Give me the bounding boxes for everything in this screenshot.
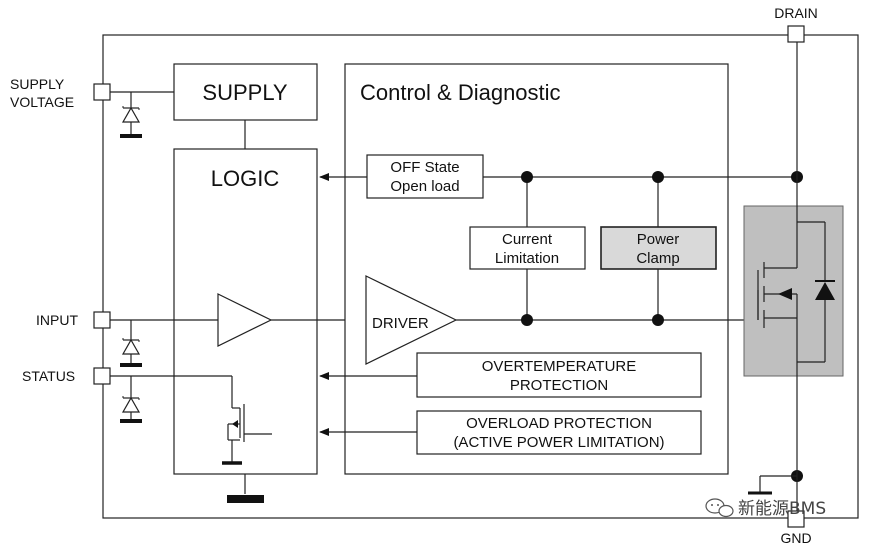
power-clamp-label-line1: Power — [637, 231, 680, 248]
overtemperature-label-line1: OVERTEMPERATURE — [482, 358, 636, 375]
junction-dot — [652, 171, 664, 183]
control-diagnostic-label: Control & Diagnostic — [360, 80, 561, 105]
overload-label-line1: OVERLOAD PROTECTION — [466, 415, 652, 432]
watermark-text: 新能源BMS — [738, 499, 826, 519]
supply-zener-icon — [110, 91, 174, 138]
status-mosfet-icon — [110, 375, 272, 465]
supply-block-label: SUPPLY — [202, 80, 288, 105]
power-clamp-label-line2: Clamp — [636, 250, 679, 267]
input-buffer-icon — [217, 293, 273, 347]
supply-voltage-pin — [93, 83, 111, 101]
input-pin — [93, 311, 111, 329]
overtemperature-label-line2: PROTECTION — [510, 377, 608, 394]
junction-dot — [521, 171, 533, 183]
gnd-pin-label: GND — [780, 530, 811, 546]
off-state-label-line1: OFF State — [390, 159, 459, 176]
current-limitation-label-line1: Current — [502, 231, 553, 248]
logic-block-label: LOGIC — [211, 166, 280, 191]
status-pin — [93, 367, 111, 385]
overload-protection-block — [416, 410, 702, 455]
junction-dot — [652, 314, 664, 326]
supply-voltage-label-line2: VOLTAGE — [10, 94, 74, 110]
logic-ground-bar — [227, 495, 264, 503]
off-state-open-load-block — [366, 154, 484, 199]
driver-label: DRIVER — [372, 315, 429, 332]
input-zener-icon — [120, 320, 142, 367]
supply-voltage-label-line1: SUPPLY — [10, 76, 65, 92]
overload-label-line2: (ACTIVE POWER LIMITATION) — [453, 434, 664, 451]
junction-dot — [521, 314, 533, 326]
overtemperature-protection-block — [416, 352, 702, 398]
input-pin-label: INPUT — [36, 312, 78, 328]
drain-pin — [787, 25, 805, 43]
wechat-icon — [705, 498, 734, 518]
current-limitation-label-line2: Limitation — [495, 250, 559, 267]
off-state-label-line2: Open load — [390, 178, 459, 195]
status-zener-icon — [120, 376, 142, 423]
gnd-pin — [787, 510, 805, 528]
current-limitation-block — [469, 226, 586, 270]
driver-block — [365, 275, 458, 365]
power-mosfet-icon — [757, 221, 835, 418]
drain-pin-label: DRAIN — [774, 5, 818, 21]
status-pin-label: STATUS — [22, 368, 75, 384]
